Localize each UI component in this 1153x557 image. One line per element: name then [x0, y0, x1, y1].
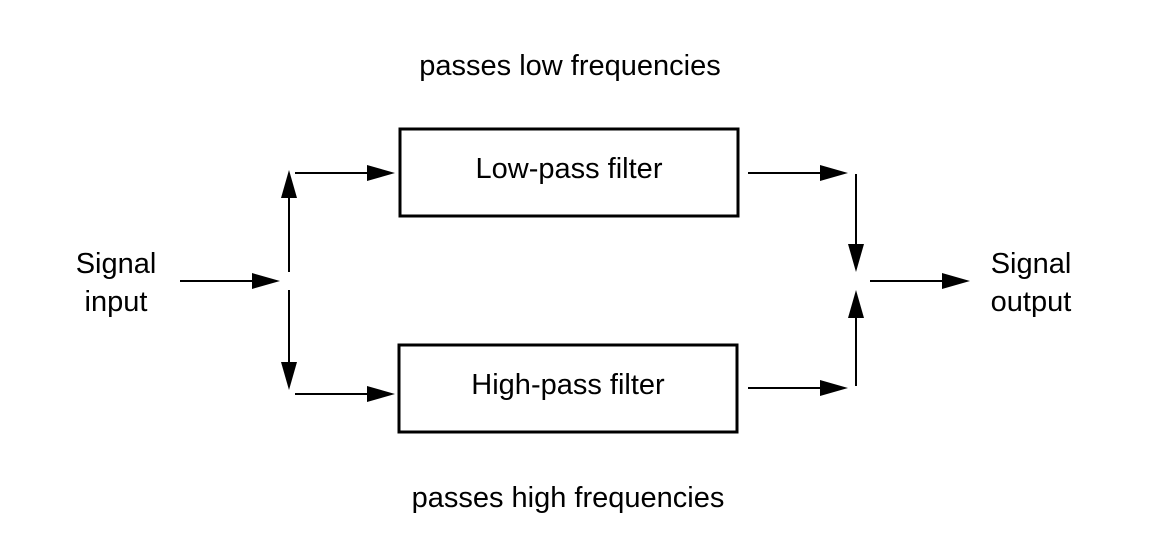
arrow-to-low-pass [295, 165, 395, 181]
arrow-from-high-pass [748, 380, 848, 396]
low-pass-filter-block: Low-pass filter [398, 127, 740, 218]
output-label-line2: output [991, 286, 1072, 318]
low-pass-filter-box [398, 127, 740, 218]
high-pass-filter-block: High-pass filter [397, 343, 739, 434]
split-up-arrow [281, 170, 297, 272]
input-arrow [180, 273, 280, 289]
merge-down-arrow [848, 174, 864, 272]
split-down-arrow [281, 290, 297, 390]
low-pass-filter-label: Low-pass filter [476, 153, 663, 185]
top-caption: passes low frequencies [419, 50, 720, 82]
bottom-caption: passes high frequencies [412, 482, 725, 514]
arrow-to-high-pass [295, 386, 395, 402]
merge-up-arrow [848, 290, 864, 386]
input-label-line1: Signal [76, 248, 157, 280]
input-label-line2: input [85, 286, 148, 318]
output-arrow [870, 273, 970, 289]
output-label-line1: Signal [991, 248, 1072, 280]
arrow-from-low-pass [748, 165, 848, 181]
high-pass-filter-label: High-pass filter [471, 369, 665, 401]
high-pass-filter-box [397, 343, 739, 434]
